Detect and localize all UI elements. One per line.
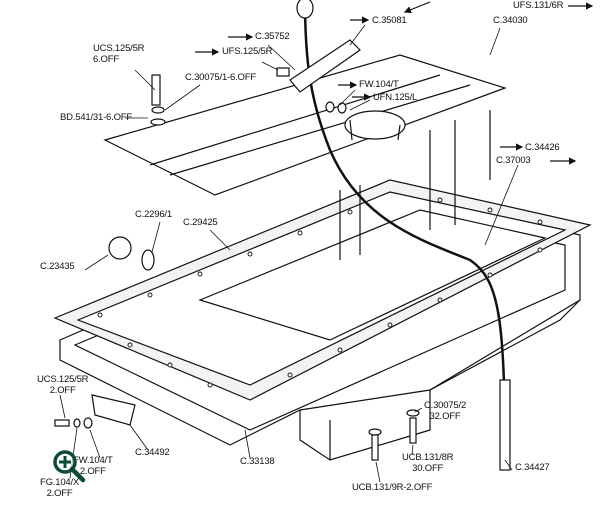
label-ufn125-l: UFN.125/L (373, 92, 418, 103)
label-line: 2.OFF (46, 488, 73, 499)
label-c30075-2: C.30075/2 32.OFF (424, 400, 466, 422)
label-ucs125-5r-top: UCS.125/5R 6.OFF (93, 43, 145, 65)
label-line: FW.104/T (73, 455, 113, 466)
label-ucb131-9r: UCB.131/9R-2.OFF (352, 482, 433, 493)
label-line: 2.OFF (49, 385, 76, 396)
label-c34426: C.34426 (525, 142, 560, 153)
label-c23435: C.23435 (40, 261, 75, 272)
label-c34492: C.34492 (135, 447, 170, 458)
label-line: 6.OFF (93, 54, 119, 65)
label-bd541-31: BD.541/31-6.OFF (60, 112, 132, 123)
label-c2296-1: C.2296/1 (135, 209, 172, 220)
label-line: 30.OFF (412, 463, 444, 474)
label-line: 2.OFF (79, 466, 106, 477)
label-c33138: C.33138 (240, 456, 275, 467)
label-fw104-t-top: FW.104/T (359, 79, 399, 90)
label-ucb131-8r: UCB.131/8R 30.OFF (402, 452, 454, 474)
label-line: 32.OFF (429, 411, 461, 422)
label-line: UCS.125/5R (37, 374, 89, 385)
label-fw104-t-bottom: FW.104/T 2.OFF (73, 455, 113, 477)
label-line: UCB.131/8R (402, 452, 454, 463)
label-c34030: C.34030 (493, 15, 528, 26)
label-ufs131-6r: UFS.131/6R (513, 0, 564, 11)
label-c37003: C.37003 (496, 155, 531, 166)
label-c35752: C.35752 (255, 31, 290, 42)
label-line: FG.104/X (40, 477, 80, 488)
label-ucs125-5r-bottom: UCS.125/5R 2.OFF (37, 374, 89, 396)
label-ufs125-5r: UFS.125/5R (222, 46, 273, 57)
label-line: UCS.125/5R (93, 43, 145, 54)
magnifier-plus-icon (53, 450, 86, 483)
label-fg104-x: FG.104/X 2.OFF (40, 477, 79, 499)
zoom-in-button[interactable] (52, 449, 86, 483)
label-c35081: C.35081 (372, 15, 407, 26)
label-c34427: C.34427 (515, 462, 550, 473)
label-line: C.30075/2 (424, 400, 467, 411)
label-c30075-1: C.30075/1-6.OFF (185, 72, 256, 83)
label-c29425: C.29425 (183, 217, 218, 228)
dipstick (303, 0, 507, 471)
